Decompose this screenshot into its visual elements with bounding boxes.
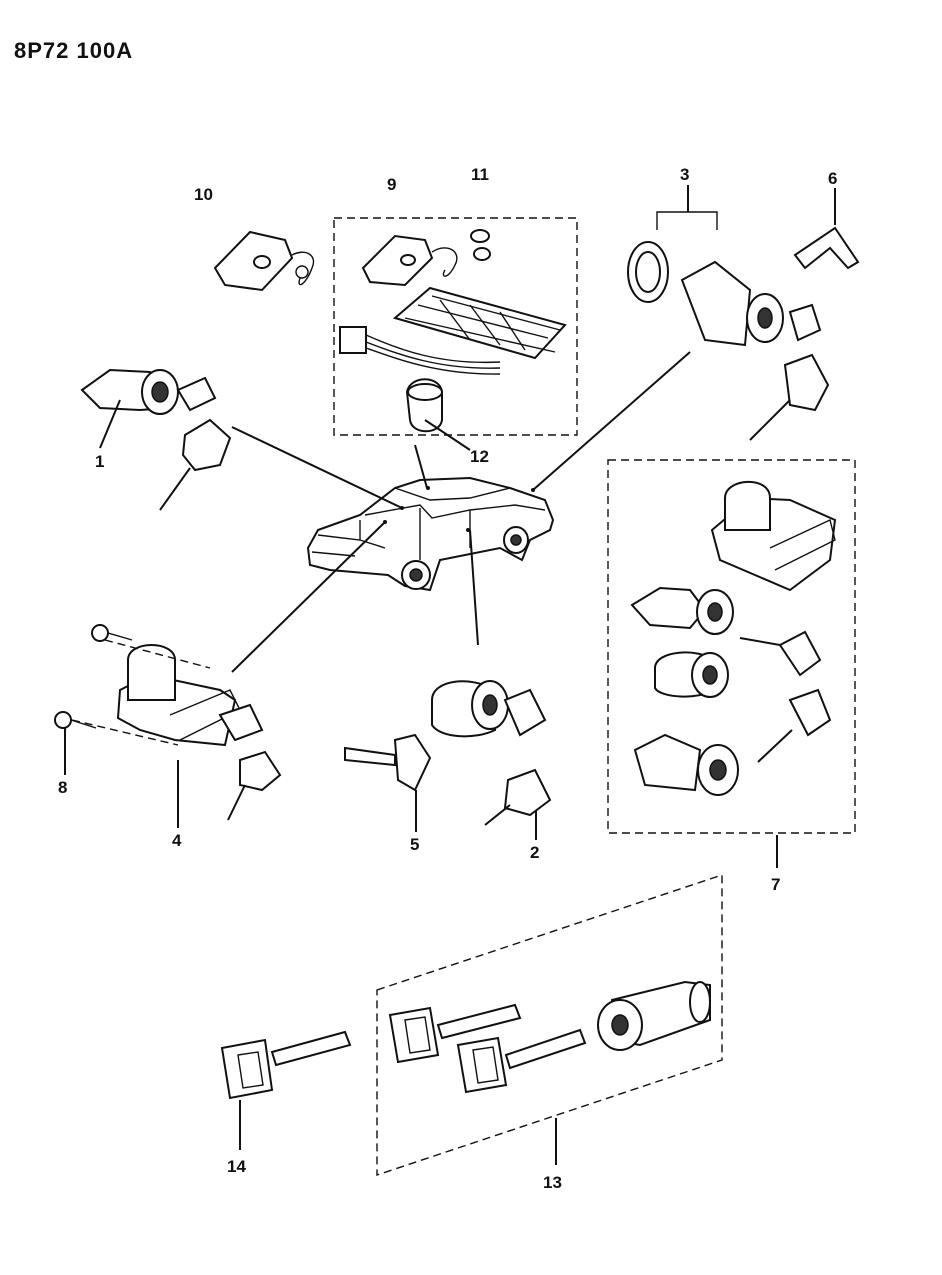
leader-lines <box>231 351 691 673</box>
part-6-retainer-clip <box>793 188 860 270</box>
part-4-trunk-lock <box>71 639 282 828</box>
kit-9-boundary <box>333 217 578 436</box>
kit-7-boundary <box>607 459 856 834</box>
part-13-key-cylinder-set <box>388 980 711 1165</box>
callout-5: 5 <box>410 835 419 854</box>
callout-6: 6 <box>828 169 837 188</box>
callout-9: 9 <box>387 175 396 194</box>
part-10-remote-fob <box>213 230 315 292</box>
callout-labels: 1 2 3 4 5 6 7 8 9 10 11 12 13 14 <box>58 165 837 1192</box>
part-9-remote-module <box>339 234 567 375</box>
callout-10: 10 <box>194 185 213 204</box>
callout-12: 12 <box>470 447 489 466</box>
part-5-key-blank <box>344 733 432 832</box>
callout-3: 3 <box>680 165 689 184</box>
callout-7: 7 <box>771 875 780 894</box>
part-11-plug <box>470 229 491 261</box>
part-1-lock-cylinder <box>80 368 232 511</box>
callout-14: 14 <box>227 1157 246 1176</box>
diagram-code: 8P72 100A <box>14 38 134 63</box>
callout-8: 8 <box>58 778 67 797</box>
callout-13: 13 <box>543 1173 562 1192</box>
part-12-sensor <box>405 378 471 451</box>
part-3-lock-with-ring <box>627 185 830 441</box>
car-illustration <box>306 476 555 592</box>
part-8-screw <box>54 624 133 775</box>
callout-11: 11 <box>471 165 489 184</box>
part-2-door-lock <box>431 680 552 840</box>
part-14-key <box>220 1030 352 1150</box>
kit-13-boundary <box>376 874 723 1176</box>
part-7-lock-set <box>630 480 837 868</box>
callout-4: 4 <box>172 831 182 850</box>
callout-1: 1 <box>95 452 104 471</box>
callout-2: 2 <box>530 843 539 862</box>
